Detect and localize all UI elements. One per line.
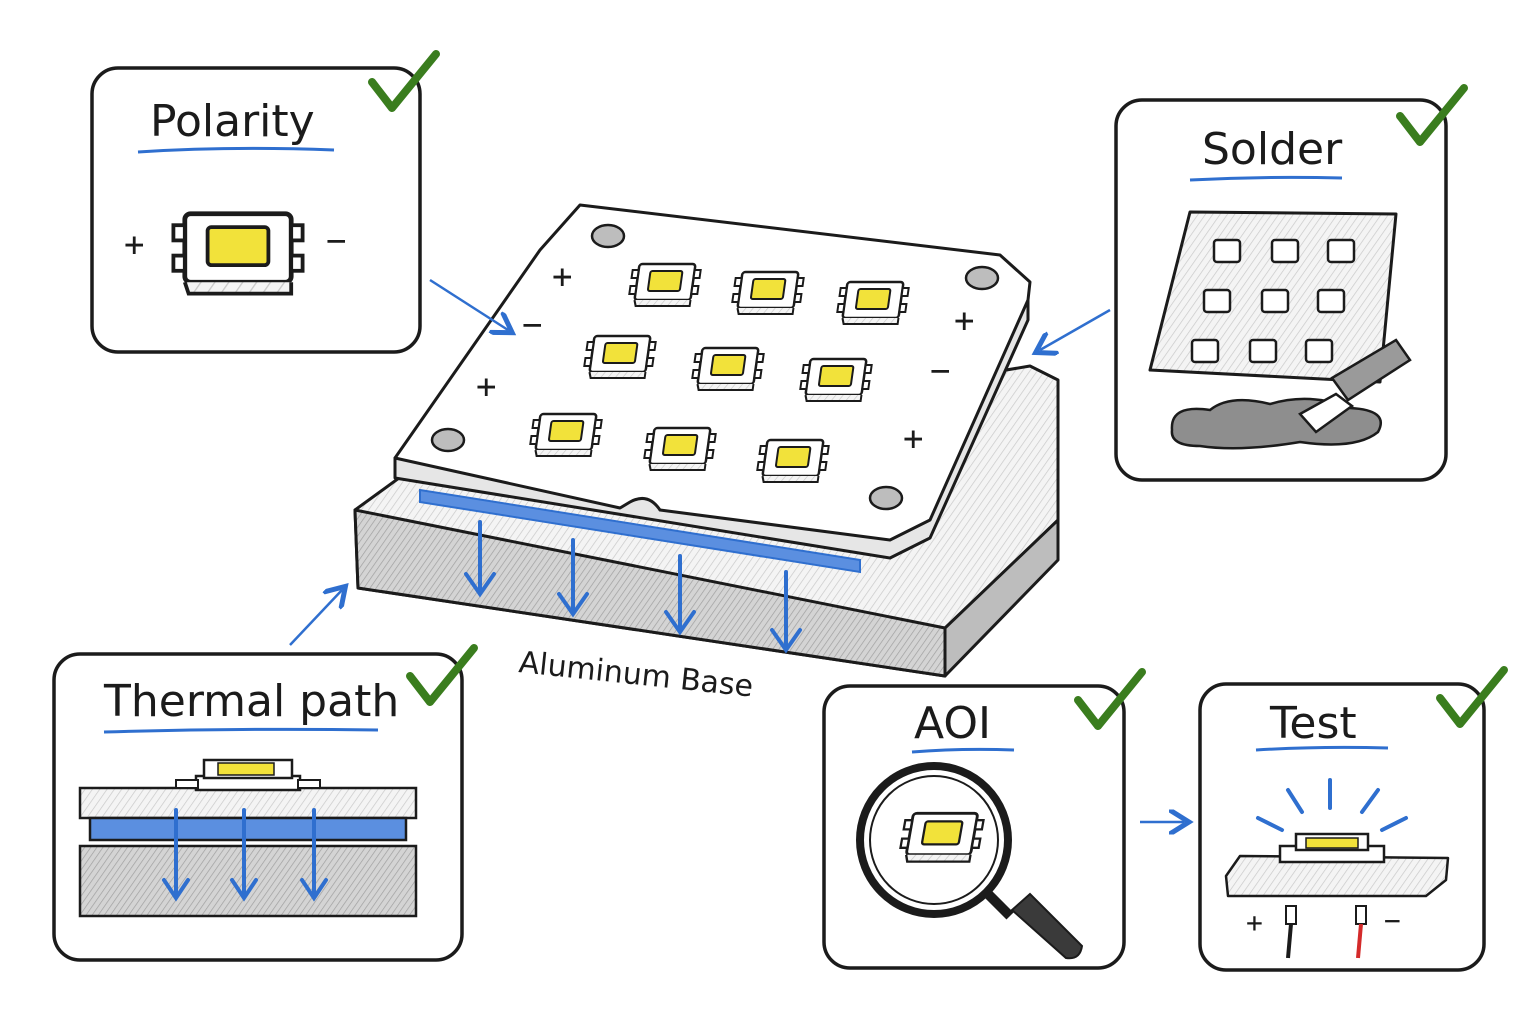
led-chip xyxy=(729,270,806,316)
board-sign: − xyxy=(930,351,950,391)
led-chip xyxy=(581,334,658,380)
mounting-hole xyxy=(868,485,904,511)
test-board xyxy=(1224,832,1450,898)
polarity-panel: Polarity + − xyxy=(90,54,436,354)
board-sign: + xyxy=(903,419,923,459)
mounting-hole xyxy=(964,265,1000,291)
thermal-panel: Thermal path xyxy=(52,648,474,962)
led-chip xyxy=(754,438,831,484)
led-chip xyxy=(626,262,703,308)
heat-flow-arrows xyxy=(464,520,802,654)
aoi-panel: AOI xyxy=(822,672,1142,970)
led-chip xyxy=(834,280,911,326)
thermal-stack xyxy=(78,758,418,918)
aluminum-base-label: Aluminum Base xyxy=(517,645,755,704)
led-chip xyxy=(641,426,718,472)
test-minus: − xyxy=(1384,904,1401,937)
board-sign: + xyxy=(552,257,572,297)
test-plus: + xyxy=(1246,906,1263,939)
squeegee-icon xyxy=(1298,338,1412,434)
solder-stencil xyxy=(1148,210,1398,384)
light-rays xyxy=(1256,778,1408,832)
solder-title: Solder xyxy=(1202,124,1343,175)
aoi-title: AOI xyxy=(914,698,991,749)
mounting-hole xyxy=(430,427,466,453)
led-chip xyxy=(689,346,766,392)
polarity-title: Polarity xyxy=(150,96,315,147)
mounting-hole xyxy=(590,223,626,249)
solder-panel: Solder xyxy=(1114,88,1464,482)
polarity-minus: − xyxy=(326,221,346,261)
board-sign: + xyxy=(476,367,496,407)
magnifier-icon xyxy=(856,762,1084,960)
test-panel: Test + − xyxy=(1198,670,1504,972)
led-chip xyxy=(527,412,604,458)
led-chip-large xyxy=(173,214,302,294)
polarity-plus: + xyxy=(124,225,144,265)
test-title: Test xyxy=(1269,698,1357,749)
board-sign: − xyxy=(522,305,542,345)
circuit-board: + − + + − + xyxy=(393,203,1032,560)
thermal-arrows xyxy=(162,808,328,902)
mcpcb-assembly: + − + + − + Aluminum Base xyxy=(353,203,1060,705)
board-sign: + xyxy=(954,301,974,341)
thermal-title: Thermal path xyxy=(103,676,399,727)
thermal-interface-layer xyxy=(419,488,861,574)
led-chip xyxy=(797,357,874,403)
probe-leads xyxy=(1285,905,1367,959)
connector-arrows xyxy=(289,278,1184,822)
